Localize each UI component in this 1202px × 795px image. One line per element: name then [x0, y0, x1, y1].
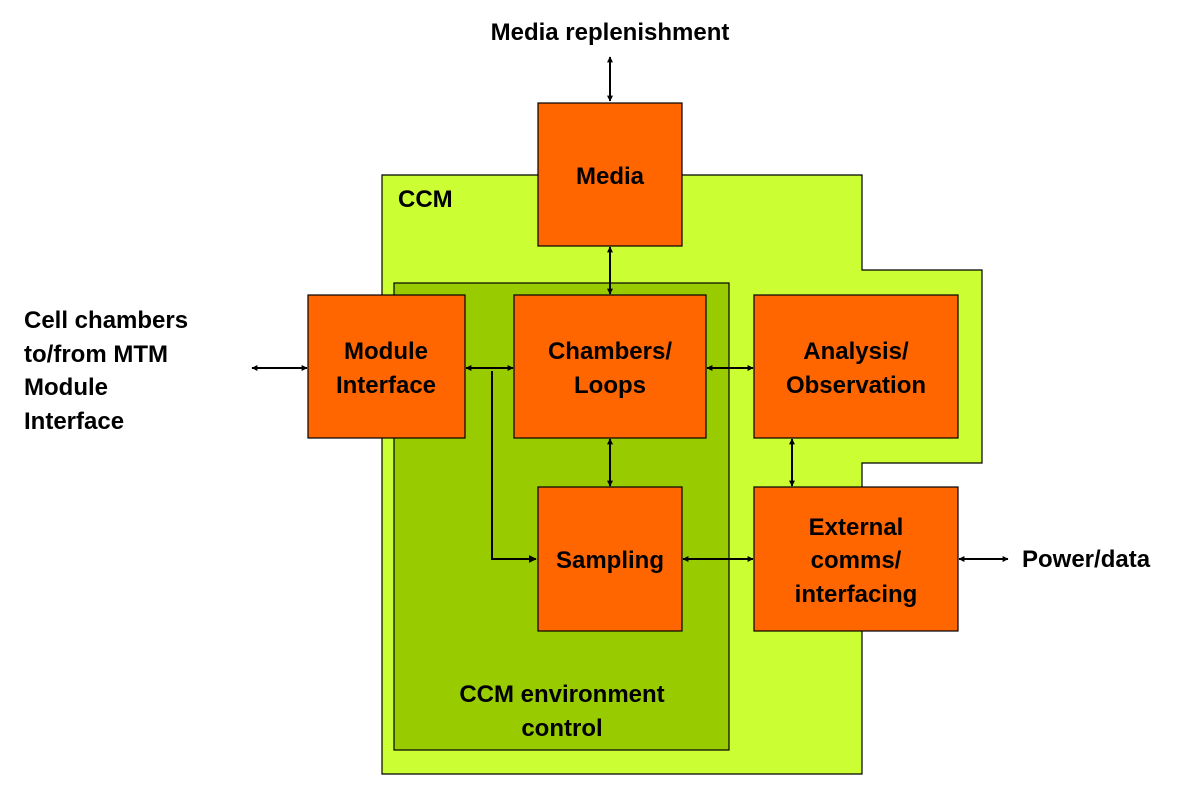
- analysis-observation-label-line-2: Observation: [786, 372, 926, 399]
- media-replenishment-label: Media replenishment: [491, 19, 730, 46]
- cell-chambers-label-line-1: Cell chambers: [24, 307, 188, 334]
- env-label-line-2: control: [521, 715, 602, 742]
- cell-chambers-label-line-4: Interface: [24, 408, 124, 435]
- chambers-loops-label-line-1: Chambers/: [548, 338, 672, 365]
- sampling-block: Sampling: [537, 486, 683, 632]
- cell-chambers-label-line-3: Module: [24, 374, 108, 401]
- external-comms-label-line-3: interfacing: [795, 581, 918, 608]
- env-label-line-1: CCM environment: [459, 681, 664, 708]
- analysis-observation-label-line-1: Analysis/: [803, 338, 909, 365]
- media-block: Media: [537, 102, 683, 247]
- chambers-loops-label-line-2: Loops: [574, 372, 646, 399]
- power-data-label: Power/data: [1022, 546, 1151, 573]
- module-interface-block: Module Interface: [307, 294, 466, 439]
- external-comms-label-line-2: comms/: [811, 547, 902, 574]
- external-comms-block: External comms/ interfacing: [753, 486, 959, 632]
- media-block-label: Media: [576, 163, 645, 190]
- chambers-loops-block: Chambers/ Loops: [513, 294, 707, 439]
- cell-chambers-label-line-2: to/from MTM: [24, 341, 168, 368]
- module-interface-label-line-1: Module: [344, 338, 428, 365]
- ccm-label: CCM: [398, 186, 453, 213]
- arrow-module-interface-sampling: [491, 371, 537, 563]
- sampling-block-label: Sampling: [556, 547, 664, 574]
- analysis-observation-block: Analysis/ Observation: [753, 294, 959, 439]
- external-comms-label-line-1: External: [809, 514, 904, 541]
- module-interface-label-line-2: Interface: [336, 372, 436, 399]
